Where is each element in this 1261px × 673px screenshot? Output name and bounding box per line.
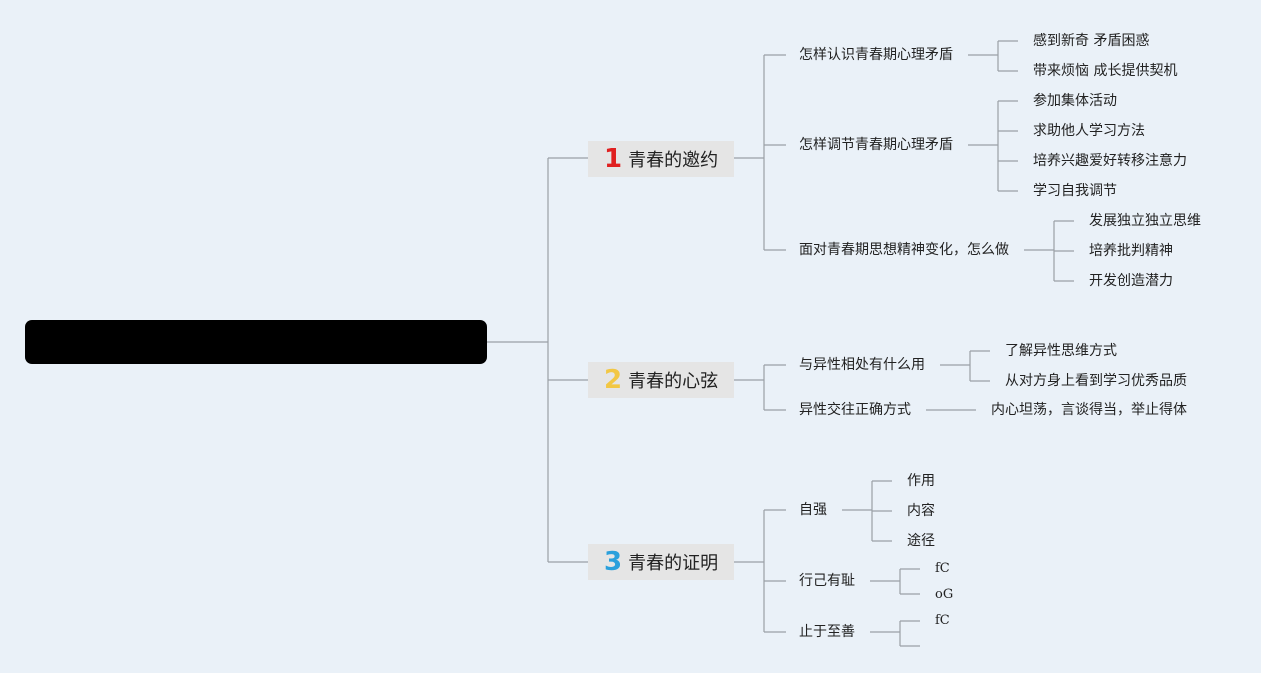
leaf-3-1-2[interactable]: 内容 [907, 503, 935, 519]
leaf-1-2-1[interactable]: 参加集体活动 [1033, 93, 1117, 109]
connector-branch-1 [734, 54, 786, 251]
connector-b3-s2 [870, 568, 920, 595]
leaf-2-2-1[interactable]: 内心坦荡，言谈得当，举止得体 [991, 402, 1187, 418]
connector-b3-s3 [870, 620, 920, 647]
leaf-2-1-1[interactable]: 了解异性思维方式 [1005, 343, 1117, 359]
leaf-1-1-2[interactable]: 带来烦恼 成长提供契机 [1033, 63, 1178, 79]
branch-number-1: 1 [604, 144, 623, 174]
branch-node-1[interactable]: 1 青春的邀约 [588, 141, 734, 177]
branch-number-3: 3 [604, 547, 623, 577]
connector-branch-3 [734, 509, 786, 633]
root-node[interactable] [25, 320, 487, 364]
connector-root [487, 157, 588, 563]
subtopic-2-2[interactable]: 异性交往正确方式 [799, 402, 911, 418]
subtopic-1-3[interactable]: 面对青春期思想精神变化，怎么做 [799, 242, 1009, 258]
branch-label-2: 青春的心弦 [628, 371, 719, 392]
leaf-3-2-1[interactable]: fC [935, 561, 950, 576]
connector-b1-s3 [1024, 220, 1074, 282]
subtopic-3-3[interactable]: 止于至善 [799, 624, 855, 640]
branch-label-1: 青春的邀约 [628, 150, 719, 171]
connector-b1-s1 [968, 40, 1018, 72]
leaf-3-1-3[interactable]: 途径 [907, 533, 935, 549]
leaf-1-3-1[interactable]: 发展独立独立思维 [1089, 213, 1201, 229]
branch-node-2[interactable]: 2 青春的心弦 [588, 362, 734, 398]
branch-number-2: 2 [604, 365, 623, 395]
connector-b2-s1 [940, 350, 990, 382]
leaf-2-1-2[interactable]: 从对方身上看到学习优秀品质 [1005, 373, 1187, 389]
leaf-3-2-2[interactable]: oG [935, 587, 954, 602]
subtopic-1-1[interactable]: 怎样认识青春期心理矛盾 [799, 47, 953, 63]
leaf-1-3-2[interactable]: 培养批判精神 [1089, 243, 1173, 259]
branch-node-3[interactable]: 3 青春的证明 [588, 544, 734, 580]
leaf-1-2-4[interactable]: 学习自我调节 [1033, 183, 1117, 199]
leaf-1-2-3[interactable]: 培养兴趣爱好转移注意力 [1033, 153, 1187, 169]
connector-b1-s2 [968, 100, 1018, 192]
leaf-1-3-3[interactable]: 开发创造潜力 [1089, 273, 1173, 289]
subtopic-1-2[interactable]: 怎样调节青春期心理矛盾 [799, 137, 953, 153]
subtopic-3-2[interactable]: 行己有耻 [799, 573, 855, 589]
subtopic-2-1[interactable]: 与异性相处有什么用 [799, 357, 925, 373]
branch-label-3: 青春的证明 [628, 553, 719, 574]
leaf-1-2-2[interactable]: 求助他人学习方法 [1033, 123, 1145, 139]
connector-b3-s1 [842, 480, 892, 542]
subtopic-3-1[interactable]: 自强 [799, 502, 827, 518]
leaf-3-1-1[interactable]: 作用 [907, 473, 935, 489]
connector-branch-2 [734, 364, 786, 411]
leaf-3-3-1[interactable]: fC [935, 613, 950, 628]
leaf-1-1-1[interactable]: 感到新奇 矛盾困惑 [1033, 33, 1150, 49]
